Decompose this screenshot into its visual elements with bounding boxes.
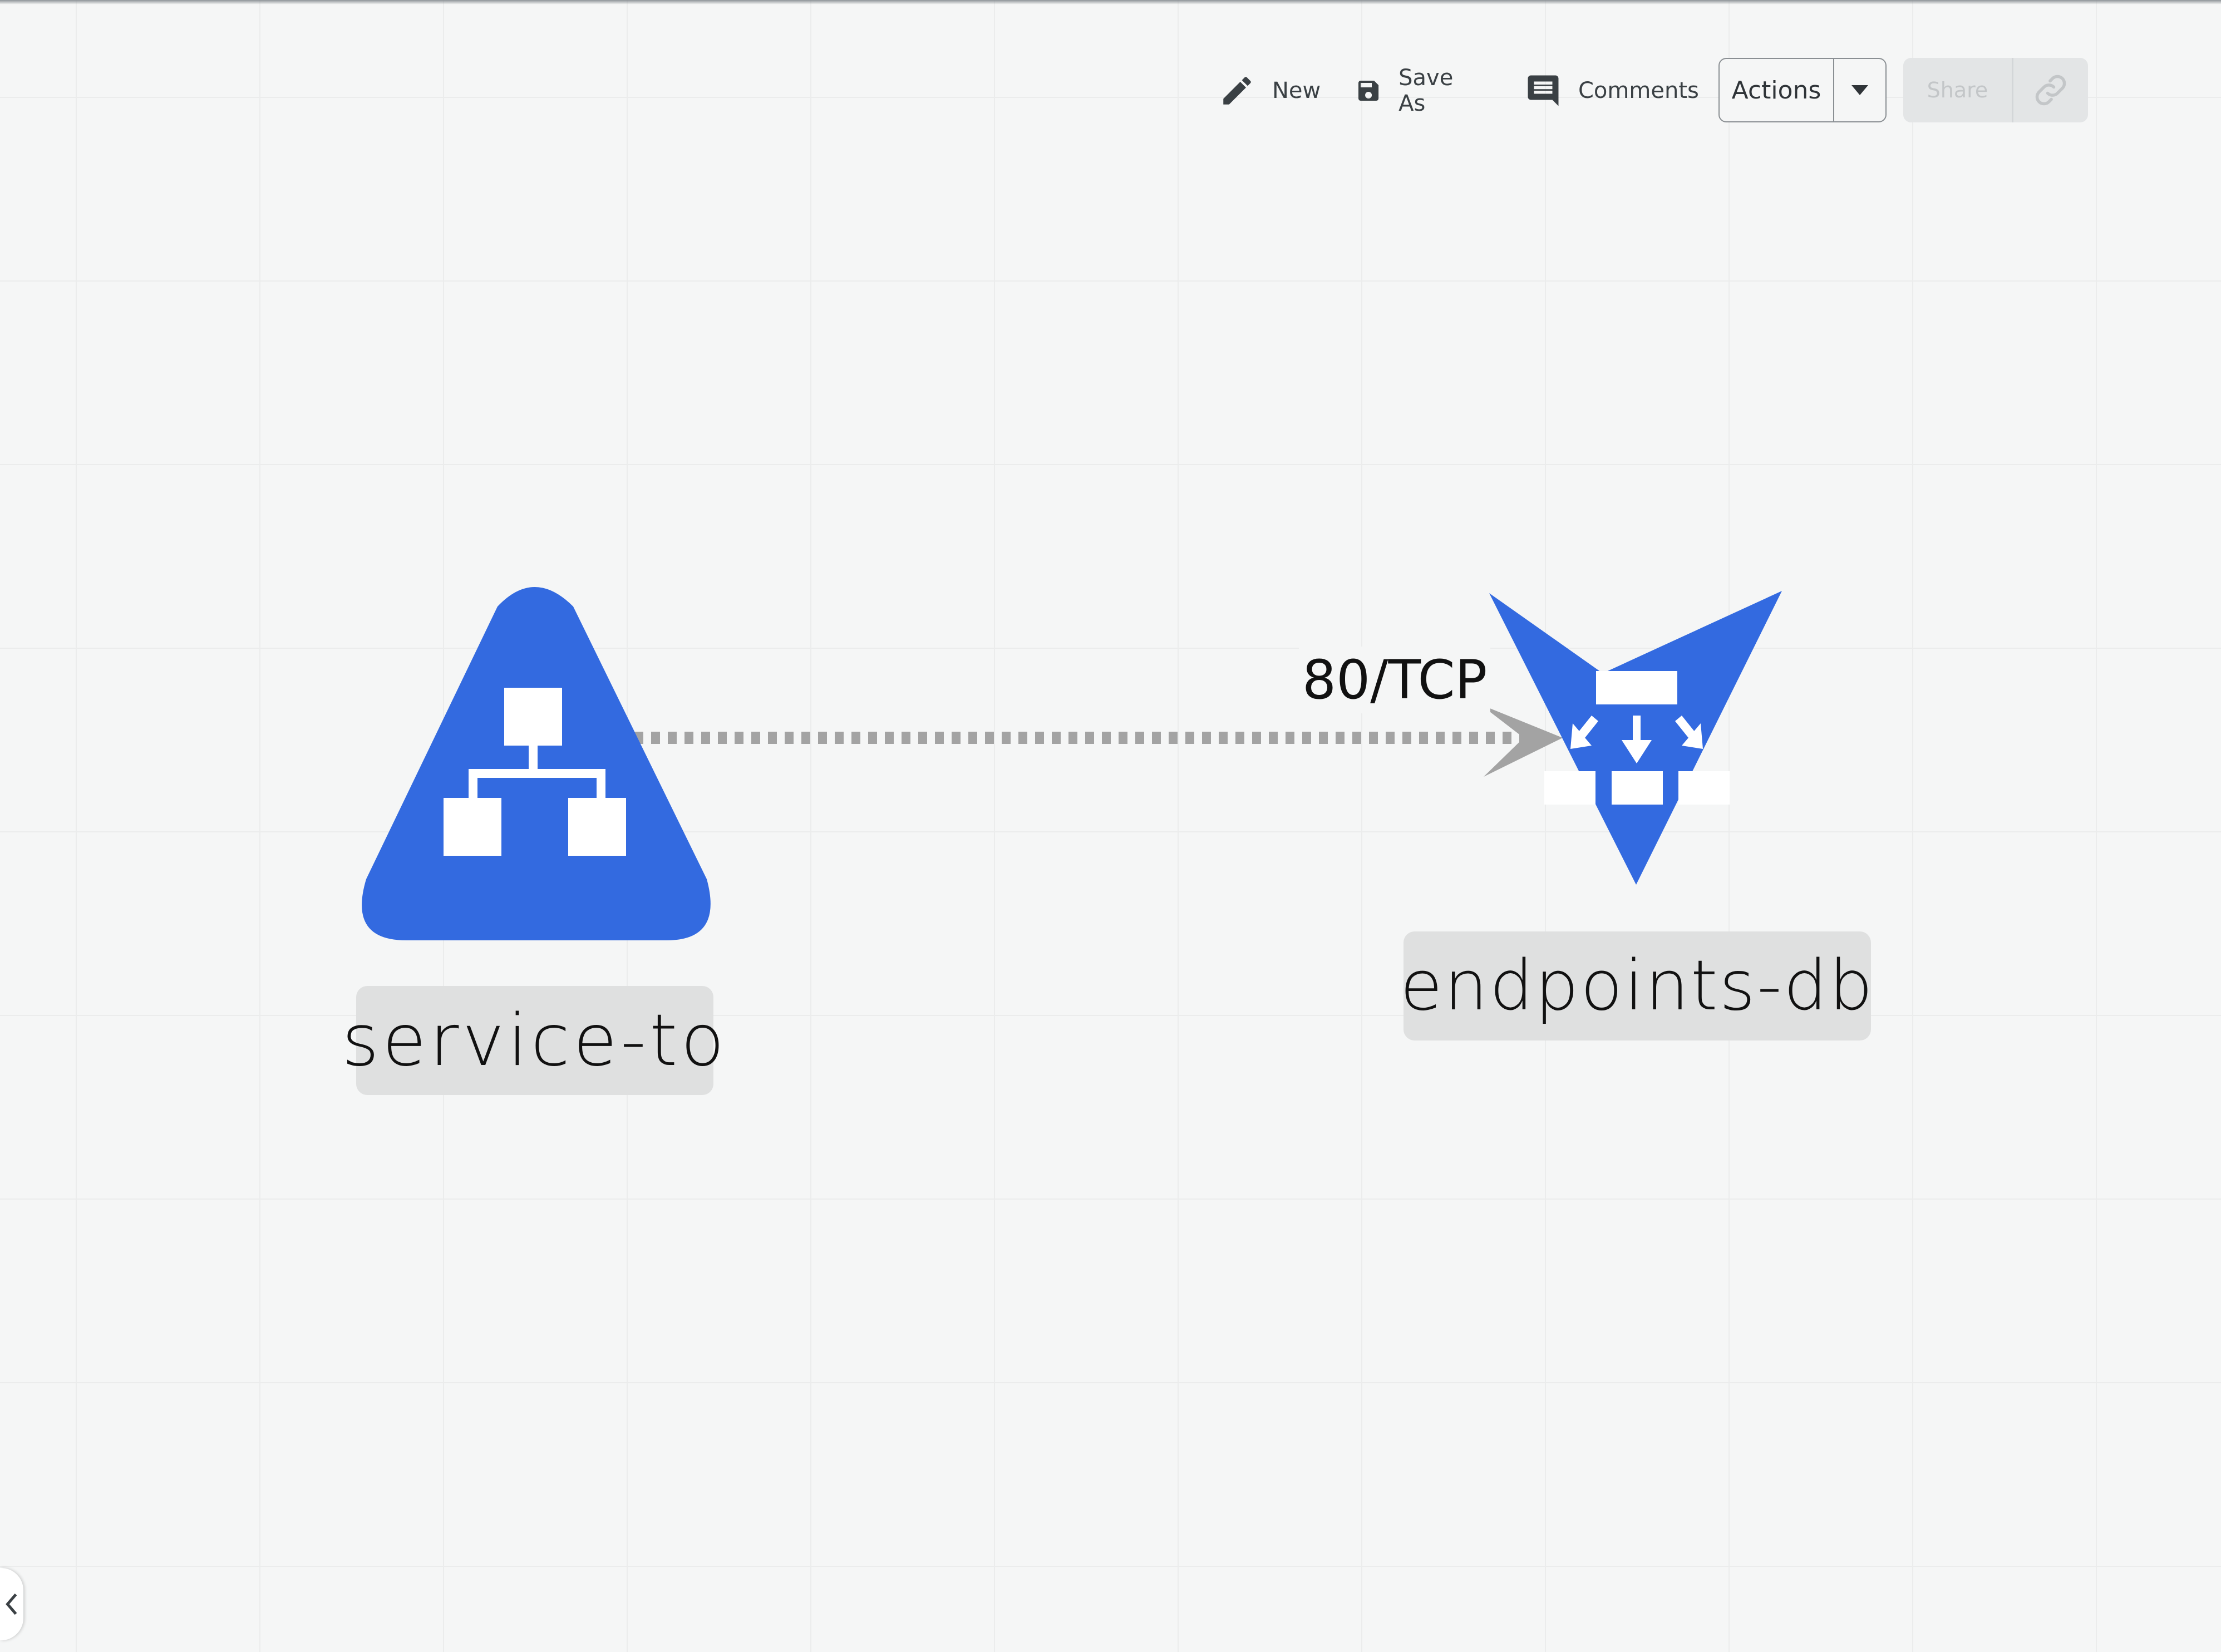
- comments-button[interactable]: Comments: [1525, 57, 1699, 125]
- node-label-service-to[interactable]: service-to: [342, 986, 725, 1095]
- new-button[interactable]: New: [1219, 57, 1321, 125]
- top-edge-shadow: [0, 0, 2221, 4]
- copy-link-button[interactable]: [2013, 58, 2088, 122]
- edge-arrowhead: [1480, 704, 1563, 777]
- share-button[interactable]: Share: [1903, 58, 2013, 122]
- comment-icon: [1528, 75, 1559, 106]
- actions-dropdown-toggle[interactable]: [1834, 59, 1885, 121]
- save-as-label: Save As: [1398, 65, 1454, 116]
- node-service-to[interactable]: [362, 587, 711, 940]
- endpoints-distribution-icon: [1544, 671, 1730, 805]
- link-icon: [2035, 75, 2066, 106]
- pencil-icon: [1223, 77, 1251, 105]
- share-button-group: Share: [1903, 58, 2088, 122]
- sidebar-collapse-toggle[interactable]: [0, 1568, 23, 1640]
- node-label-endpoints-db[interactable]: endpoints-db: [1400, 931, 1873, 1040]
- actions-button-group: Actions: [1718, 58, 1887, 122]
- node-endpoints-db[interactable]: [1489, 591, 1782, 885]
- edge-service-to-endpoints[interactable]: [634, 704, 1563, 777]
- new-label: New: [1272, 78, 1321, 103]
- chevron-left-icon: [6, 1593, 17, 1615]
- save-as-button[interactable]: Save As: [1355, 57, 1463, 125]
- service-hierarchy-icon: [444, 688, 626, 856]
- floppy-disk-icon: [1358, 80, 1379, 101]
- actions-button[interactable]: Actions: [1720, 59, 1834, 121]
- edge-label: 80/TCP: [1299, 647, 1491, 713]
- caret-down-icon: [1851, 85, 1868, 95]
- comments-label: Comments: [1578, 78, 1699, 103]
